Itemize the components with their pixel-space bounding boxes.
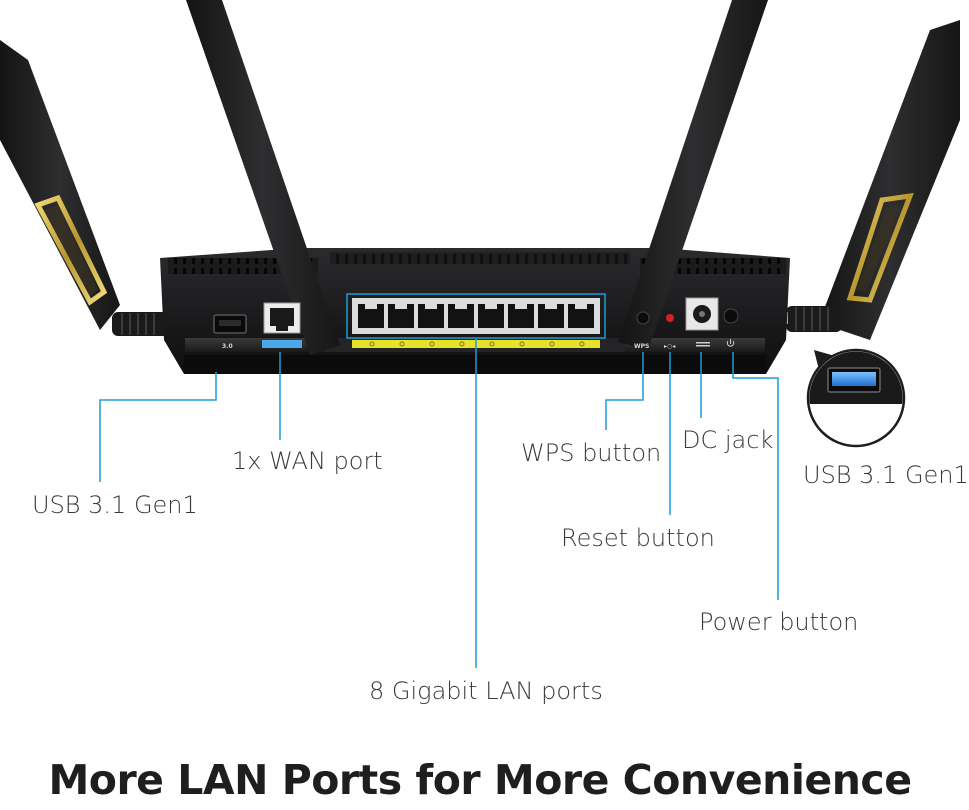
callout-usb-left: USB 3.1 Gen1 — [32, 491, 198, 519]
reset-button-icon — [666, 314, 674, 322]
wps-panel-label: WPS — [634, 343, 649, 350]
usb-port-icon — [213, 314, 247, 334]
antenna-right-icon — [778, 20, 960, 340]
antenna-left-icon — [0, 40, 174, 336]
lan-ports-block — [352, 298, 600, 334]
lan-strip-marks — [369, 341, 585, 347]
antenna-center-left-icon — [186, 0, 340, 355]
callout-lan: 8 Gigabit LAN ports — [369, 677, 603, 705]
wan-port-icon — [263, 302, 301, 334]
callout-usb-right: USB 3.1 Gen1 — [803, 461, 969, 489]
dc-jack-icon — [685, 297, 719, 331]
leader-wps — [605, 352, 644, 430]
leader-power — [732, 352, 779, 600]
lan-port-icons — [358, 304, 594, 328]
usb-panel-label: 3.0 — [222, 343, 233, 350]
callout-wan: 1x WAN port — [232, 447, 383, 475]
page-title: More LAN Ports for More Convenience — [48, 756, 912, 804]
antenna-center-right-icon — [618, 0, 768, 350]
leader-lines — [99, 338, 779, 668]
callout-power: Power button — [699, 608, 859, 636]
wan-strip — [262, 340, 302, 348]
usb-zoom-icon — [806, 348, 906, 448]
callout-reset: Reset button — [561, 524, 715, 552]
power-panel-icon — [726, 339, 735, 347]
callout-dc: DC jack — [682, 426, 774, 454]
leader-usb-left — [99, 372, 217, 482]
reset-panel-label: ▸○◂ — [664, 343, 675, 350]
dc-panel-marks — [696, 342, 710, 347]
wps-button-icon — [636, 311, 650, 325]
callout-wps: WPS button — [521, 439, 662, 467]
power-button-icon — [723, 308, 739, 324]
